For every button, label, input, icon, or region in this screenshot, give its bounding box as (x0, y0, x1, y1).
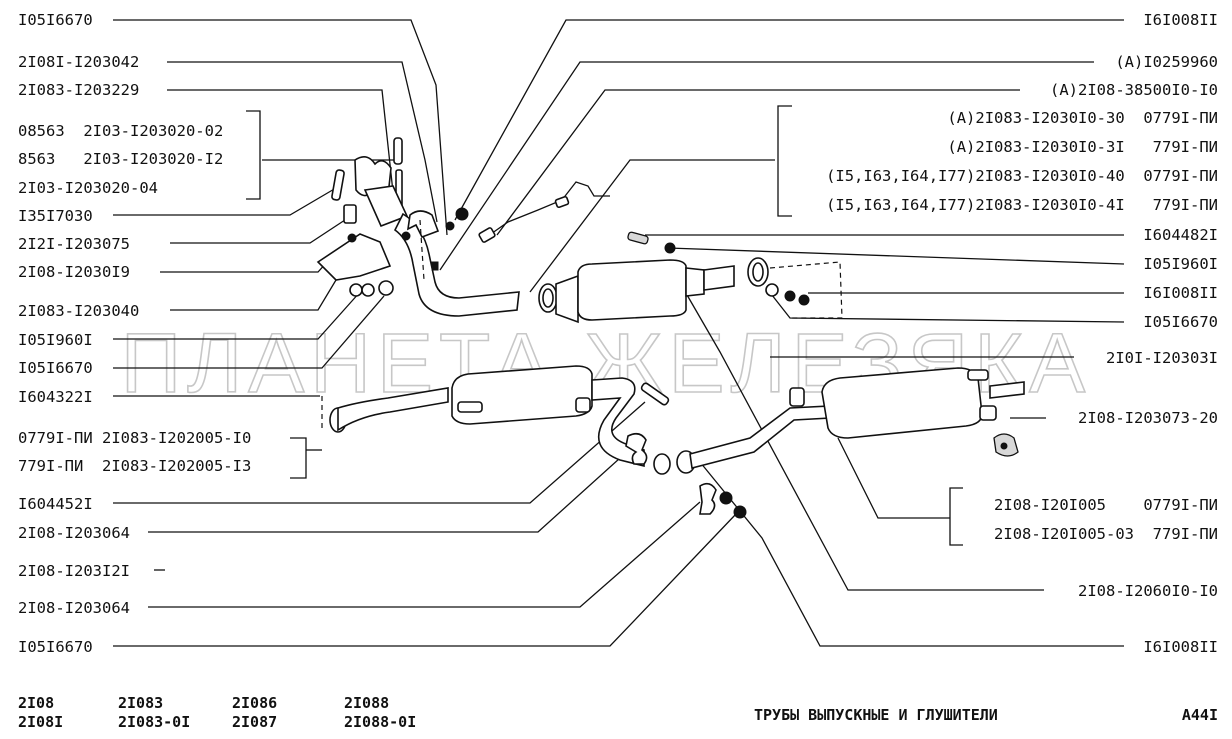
label-part: I05I6670 (1143, 313, 1218, 331)
brackets (246, 105, 963, 546)
label-part: I05I6670 (18, 359, 93, 377)
label-part: 2I08-I20I005 0779I-ПИ (994, 496, 1218, 514)
label-part: (A)I0259960 (1115, 53, 1218, 71)
label-part: 2I083-I203040 (18, 302, 139, 320)
front-pipe-assembly (316, 137, 610, 317)
clamp-assembly (747, 257, 843, 319)
leader-lines-right (439, 19, 1125, 647)
label-part: 08563 2I03-I203020-02 (18, 122, 223, 140)
labels-left: I05I6670 2I08I-I203042 2I083-I203229 085… (18, 11, 251, 656)
label-part: I604482I (1143, 226, 1218, 244)
labels-right: I6I008II (A)I0259960 (A)2I08-38500I0-I0 … (826, 11, 1218, 656)
model-code: 2I088-0I (344, 713, 416, 731)
label-part: 2I083-I203229 (18, 81, 139, 99)
clamps-middle (625, 382, 747, 519)
label-part: (I5,I63,I64,I77)2I083-I2030I0-40 0779I-П… (826, 167, 1218, 185)
catalytic-converter (538, 231, 735, 324)
resonator-pipe (321, 365, 645, 468)
label-part: I05I960I (18, 331, 93, 349)
label-part: 2I08-I203064 (18, 599, 130, 617)
label-part: (A)2I083-I2030I0-3I 779I-ПИ (947, 138, 1218, 156)
model-code: 2I08 (18, 694, 54, 712)
model-code: 2I087 (232, 713, 277, 731)
label-part: 2I2I-I203075 (18, 235, 130, 253)
model-code: 2I083-0I (118, 713, 190, 731)
page-code: A44I (1182, 706, 1218, 724)
model-code: 2I083 (118, 694, 163, 712)
label-part: (I5,I63,I64,I77)2I083-I2030I0-4I 779I-ПИ (826, 196, 1218, 214)
label-part: 2I08-I2060I0-I0 (1078, 582, 1218, 600)
rear-muffler (689, 367, 1025, 469)
label-part: I6I008II (1143, 284, 1218, 302)
label-part: I05I960I (1143, 255, 1218, 273)
label-part: I6I008II (1143, 11, 1218, 29)
label-part: 2I08-I20I005-03 779I-ПИ (994, 525, 1218, 543)
label-part: 2I08I-I203042 (18, 53, 139, 71)
label-part: I604322I (18, 388, 93, 406)
model-code: 2I088 (344, 694, 389, 712)
label-part: I05I6670 (18, 638, 93, 656)
label-part: 0779I-ПИ 2I083-I202005-I0 (18, 429, 251, 447)
label-part: I6I008II (1143, 638, 1218, 656)
label-part: (A)2I08-38500I0-I0 (1050, 81, 1218, 99)
leader-lines-left (113, 19, 737, 647)
label-part: I05I6670 (18, 11, 93, 29)
label-part: 8563 2I03-I203020-I2 (18, 150, 223, 168)
label-part: I604452I (18, 495, 93, 513)
page-title: ТРУБЫ ВЫПУСКНЫЕ И ГЛУШИТЕЛИ (754, 706, 998, 724)
model-code: 2I08I (18, 713, 63, 731)
label-part: 2I08-I203I2I (18, 562, 130, 580)
footer: 2I08 2I08I 2I083 2I083-0I 2I086 2I087 2I… (18, 694, 1218, 731)
label-part: 2I08-I203073-20 (1078, 409, 1218, 427)
label-part: (A)2I083-I2030I0-30 0779I-ПИ (947, 109, 1218, 127)
label-part: 2I08-I2030I9 (18, 263, 130, 281)
label-part: 2I0I-I20303I (1106, 349, 1218, 367)
model-code: 2I086 (232, 694, 277, 712)
label-part: I35I7030 (18, 207, 93, 225)
label-part: 2I03-I203020-04 (18, 179, 158, 197)
label-part: 779I-ПИ 2I083-I202005-I3 (18, 457, 251, 475)
label-part: 2I08-I203064 (18, 524, 130, 542)
